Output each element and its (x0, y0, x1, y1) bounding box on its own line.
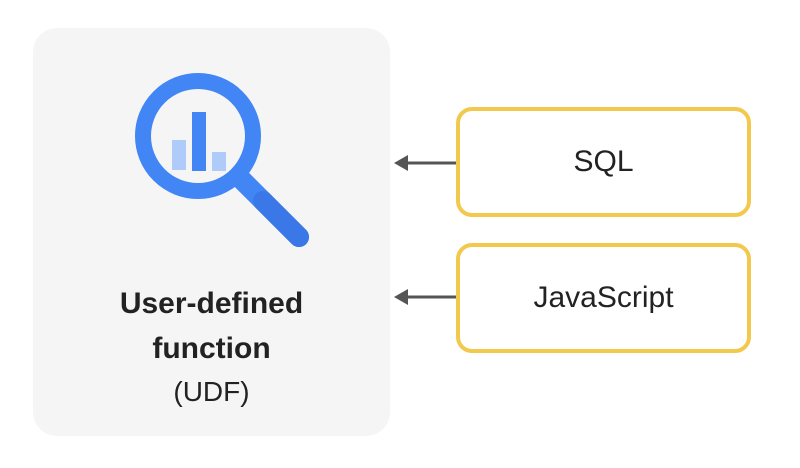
udf-card: User-defined function (UDF) (33, 28, 390, 436)
udf-abbreviation: (UDF) (173, 376, 250, 407)
arrow-sql-to-udf (394, 155, 456, 171)
arrow-javascript-to-udf (394, 289, 456, 305)
bigquery-magnifier-icon (135, 73, 309, 247)
language-label-javascript: JavaScript (533, 281, 674, 314)
language-label-sql: SQL (573, 145, 634, 178)
language-box-javascript: JavaScript (456, 243, 751, 353)
udf-title-line1: User-defined (119, 287, 304, 320)
language-box-sql: SQL (456, 107, 751, 217)
udf-title-line2: function (152, 332, 271, 365)
